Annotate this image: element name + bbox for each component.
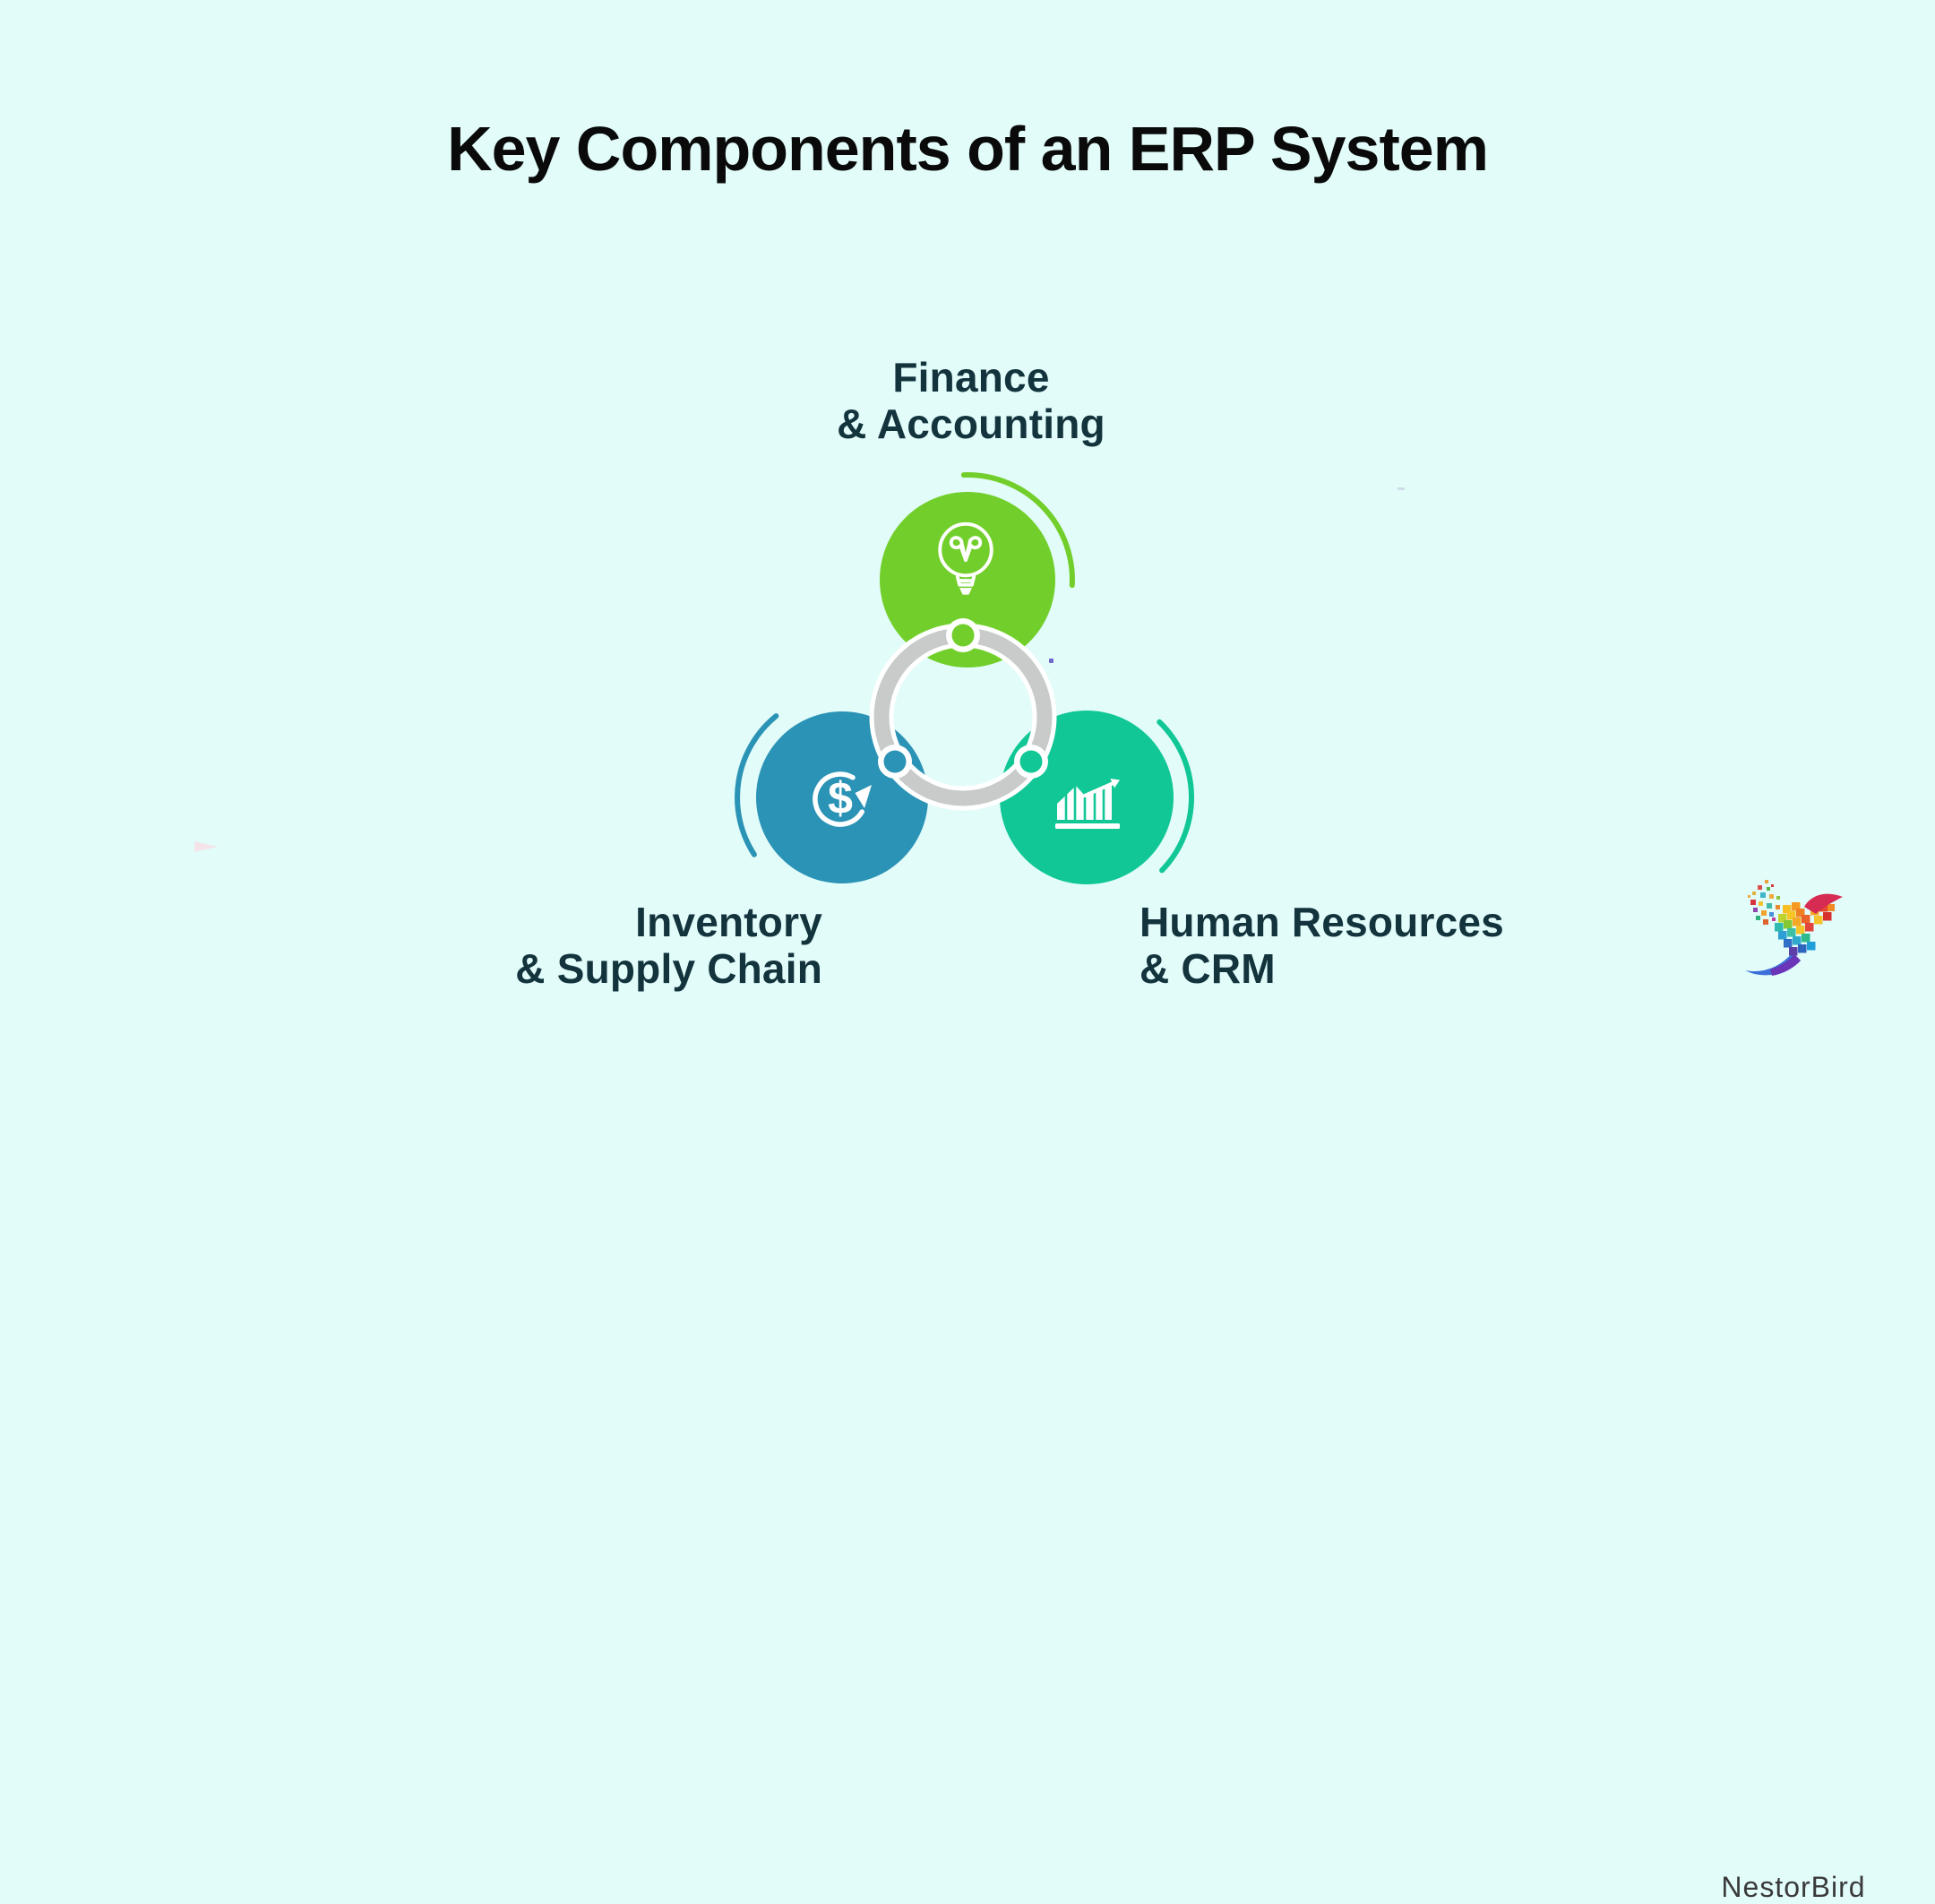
currency-symbol: $: [828, 773, 853, 823]
ring-node-finance: [946, 618, 980, 652]
artifact-pink-triangle: [194, 841, 218, 852]
page-title: Key Components of an ERP System: [447, 114, 1489, 184]
infographic-canvas: Key Components of an ERP System Finance …: [194, 114, 1865, 1903]
pixel-trail: [1748, 880, 1780, 925]
cycle-arrowhead: [855, 785, 872, 808]
bird-body-mosaic: [1775, 902, 1816, 956]
brand-logo-text: NestorBird: [1721, 1871, 1866, 1903]
ring-node-hr: [1014, 745, 1048, 779]
bird-head-beak: [1804, 893, 1843, 914]
artifact-purple-dot: [1049, 659, 1054, 663]
label-human-resources-crm: Human Resources & CRM: [1140, 899, 1605, 992]
erp-components-diagram: $: [735, 472, 1194, 884]
label-inventory-supply-chain: Inventory & Supply Chain: [464, 899, 822, 992]
label-finance-line1: Finance: [892, 354, 1050, 401]
inventory-accent-arc: [735, 713, 779, 857]
lightbulb-icon: [938, 521, 993, 595]
artifact-gray-dash: [1398, 487, 1405, 490]
label-hr-line2: & CRM: [1140, 945, 1276, 992]
label-inventory-line2: & Supply Chain: [515, 945, 822, 992]
currency-cycle-icon: $: [813, 771, 872, 827]
ring-node-inventory: [878, 745, 912, 779]
pixel-bird-logo-icon: [1745, 880, 1843, 976]
chart-bar-separators: [1064, 785, 1105, 820]
label-finance-line2: & Accounting: [837, 401, 1105, 447]
bird-tail-shade: [1770, 954, 1801, 976]
label-finance-accounting: Finance & Accounting: [792, 354, 1150, 447]
growth-chart-icon: [1055, 779, 1120, 829]
label-inventory-line1: Inventory: [635, 899, 822, 945]
finance-accent-arc: [960, 472, 1075, 589]
label-hr-line1: Human Resources: [1140, 899, 1504, 945]
hr-accent-arc: [1157, 719, 1194, 874]
chart-arrowhead: [1110, 779, 1120, 788]
